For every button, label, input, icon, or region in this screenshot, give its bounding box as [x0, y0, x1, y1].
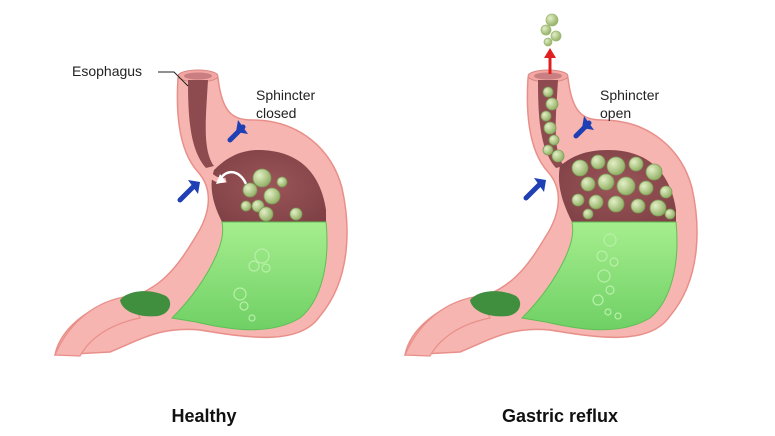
- reflux-caption: Gastric reflux: [502, 406, 618, 426]
- esophagus-label: Esophagus: [72, 63, 142, 79]
- sphincter-closed-label-line1: Sphincter: [256, 87, 315, 103]
- stomach-acid: [170, 221, 328, 331]
- reflux-bubbles: [540, 86, 676, 220]
- gas-bubbles: [240, 168, 303, 222]
- acid-bubbles: [592, 233, 622, 320]
- blue-arrow-icon: [523, 182, 542, 201]
- blue-arrow-icon: [177, 184, 196, 203]
- esophagus-lumen: [188, 80, 214, 168]
- pylorus: [120, 291, 171, 317]
- white-arrowhead-icon: [216, 174, 226, 184]
- pylorus: [470, 291, 521, 317]
- reflux-stomach: [404, 13, 698, 357]
- stomach-gas-region: [211, 150, 326, 222]
- healthy-stomach: [54, 69, 348, 357]
- sphincter-closed-label-line2: closed: [256, 105, 296, 121]
- esophagus-leader-line: [158, 71, 189, 87]
- escaping-bubbles: [540, 13, 562, 47]
- acid-bubbles: [233, 248, 271, 322]
- stomach-acid: [520, 221, 678, 331]
- healthy-caption: Healthy: [171, 406, 236, 426]
- sphincter-open-label-line2: open: [600, 105, 631, 121]
- sphincter-open-label-line1: Sphincter: [600, 87, 659, 103]
